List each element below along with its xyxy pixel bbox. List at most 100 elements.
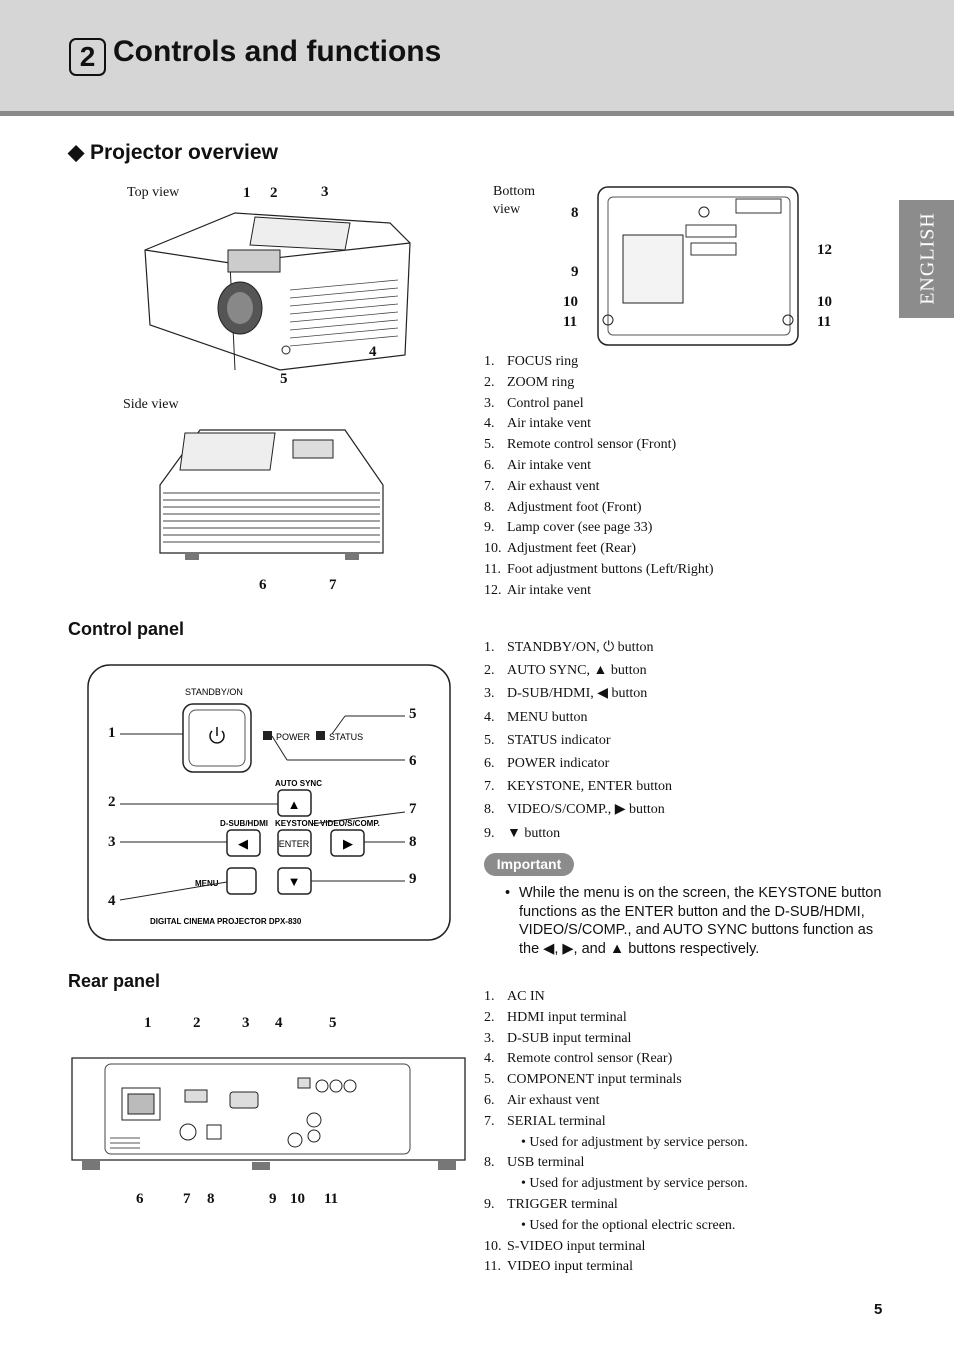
list-item: 12.Air intake vent (484, 582, 591, 598)
projector-side-view-illustration (159, 429, 384, 560)
list-item: 9.Lamp cover (see page 33) (484, 520, 653, 536)
model-label: DIGITAL CINEMA PROJECTOR DPX-830 (150, 917, 302, 926)
list-item: 4.MENU button (484, 709, 588, 725)
video-label: VIDEO/S/COMP. (320, 819, 380, 828)
auto-sync-label: AUTO SYNC (275, 779, 322, 788)
header-rule (0, 111, 954, 116)
cp-callout-1: 1 (108, 725, 116, 741)
menu-button[interactable] (226, 867, 257, 895)
list-item: 10.Adjustment feet (Rear) (484, 541, 637, 557)
list-item: 11.VIDEO input terminal (484, 1259, 633, 1275)
list-item: 6.POWER indicator (484, 756, 610, 772)
list-item: 1.FOCUS ring (484, 354, 579, 369)
control-panel-illustration: STANDBY/ON POWER STATUS AUTO SYNC ▲ D-SU… (87, 664, 451, 941)
enter-label: ENTER (279, 839, 310, 849)
left-arrow-icon: ◀ (238, 836, 248, 851)
rear-panel-list: 1.AC IN 2.HDMI input terminal 3.D-SUB in… (484, 987, 748, 1278)
rp-callout-5: 5 (329, 1015, 337, 1031)
rp-callout-9: 9 (269, 1191, 277, 1207)
page-number: 5 (874, 1301, 883, 1318)
important-note: •While the menu is on the screen, the KE… (505, 884, 885, 958)
callout-9: 9 (571, 264, 579, 280)
callout-2: 2 (270, 185, 278, 201)
enter-button[interactable] (277, 829, 312, 857)
list-item: 3.D-SUB/HDMI, ◀ button (484, 686, 648, 702)
callout-7: 7 (329, 577, 337, 593)
list-item: 7.KEYSTONE, ENTER button (484, 779, 673, 795)
rp-callout-2: 2 (193, 1015, 201, 1031)
list-item: 9.TRIGGER terminal• Used for the optiona… (484, 1196, 736, 1233)
rear-panel-illustration (71, 1057, 466, 1170)
rp-callout-4: 4 (275, 1015, 283, 1031)
list-item: 8.Adjustment foot (Front) (484, 499, 642, 515)
important-text: While the menu is on the screen, the KEY… (519, 885, 882, 957)
list-item: 3.Control panel (484, 395, 584, 411)
projector-bottom-view-illustration (597, 186, 799, 346)
power-label: POWER (276, 732, 311, 742)
list-item: 5.STATUS indicator (484, 732, 611, 748)
rp-callout-6: 6 (136, 1191, 144, 1207)
auto-sync-button[interactable] (277, 789, 312, 817)
list-item: 7.SERIAL terminal• Used for adjustment b… (484, 1113, 748, 1150)
top-view-caption: Top view (127, 185, 180, 200)
callout-3: 3 (321, 184, 329, 200)
chapter-title: Controls and functions (113, 35, 442, 68)
callout-8: 8 (571, 205, 579, 221)
list-item: 6.Air intake vent (484, 457, 591, 473)
callout-6: 6 (259, 577, 267, 593)
callout-1: 1 (243, 185, 251, 201)
rp-callout-11: 11 (324, 1191, 339, 1207)
control-panel-heading: Control panel (68, 619, 184, 639)
control-panel-list: 1.STANDBY/ON, ⏻ button 2.AUTO SYNC, ▲ bu… (484, 636, 672, 845)
cp-callout-7: 7 (409, 801, 417, 817)
video-button[interactable] (330, 829, 365, 857)
power-icon (209, 727, 225, 744)
bottom-view-caption: Bottom (493, 184, 536, 199)
callout-10-right: 10 (817, 294, 832, 310)
callout-4: 4 (369, 344, 377, 360)
overview-list: 1.FOCUS ring 2.ZOOM ring 3.Control panel… (484, 352, 714, 602)
cp-callout-6: 6 (409, 753, 417, 769)
projector-top-view-illustration (144, 212, 411, 371)
rp-callout-8: 8 (207, 1191, 215, 1207)
rp-callout-10: 10 (290, 1191, 305, 1207)
list-item: 9.▼ button (484, 825, 561, 841)
chapter-header (0, 0, 954, 111)
list-item: 6.Air exhaust vent (484, 1092, 600, 1108)
bottom-view-caption-2: view (493, 202, 521, 217)
callout-12: 12 (817, 242, 832, 258)
list-item: 11.Foot adjustment buttons (Left/Right) (484, 561, 714, 577)
right-arrow-icon: ▶ (343, 836, 353, 851)
status-label: STATUS (329, 732, 363, 742)
rear-panel-heading: Rear panel (68, 971, 161, 991)
list-item: 10.S-VIDEO input terminal (484, 1238, 646, 1254)
list-item: 4.Air intake vent (484, 416, 591, 432)
list-item: 1.STANDBY/ON, ⏻ button (484, 640, 654, 655)
rp-callout-1: 1 (144, 1015, 152, 1031)
list-item: 2.AUTO SYNC, ▲ button (484, 663, 647, 679)
callout-10-left: 10 (563, 294, 578, 310)
standby-label: STANDBY/ON (185, 687, 243, 697)
chapter-number: 2 (69, 38, 106, 76)
list-item: 3.D-SUB input terminal (484, 1030, 632, 1046)
cp-callout-3: 3 (108, 834, 116, 850)
rp-callout-3: 3 (242, 1015, 250, 1031)
language-label: ENGLISH (916, 212, 939, 305)
menu-label: MENU (195, 879, 219, 888)
dsub-hdmi-button[interactable] (226, 829, 261, 857)
power-indicator (263, 731, 272, 740)
down-arrow-icon: ▼ (288, 874, 301, 889)
list-item: 7.Air exhaust vent (484, 478, 600, 494)
list-item: 8.USB terminal• Used for adjustment by s… (484, 1155, 748, 1192)
cp-callout-4: 4 (108, 893, 116, 909)
side-view-caption: Side view (123, 397, 179, 412)
keystone-label: KEYSTONE (275, 819, 320, 828)
cp-callout-2: 2 (108, 794, 116, 810)
status-indicator (316, 731, 325, 740)
list-item: 4.Remote control sensor (Rear) (484, 1051, 673, 1067)
list-item: 5.COMPONENT input terminals (484, 1072, 682, 1088)
cp-callout-8: 8 (409, 834, 417, 850)
callout-11-right: 11 (817, 314, 832, 330)
list-item: 8.VIDEO/S/COMP., ▶ button (484, 802, 665, 818)
callout-5: 5 (280, 371, 288, 387)
